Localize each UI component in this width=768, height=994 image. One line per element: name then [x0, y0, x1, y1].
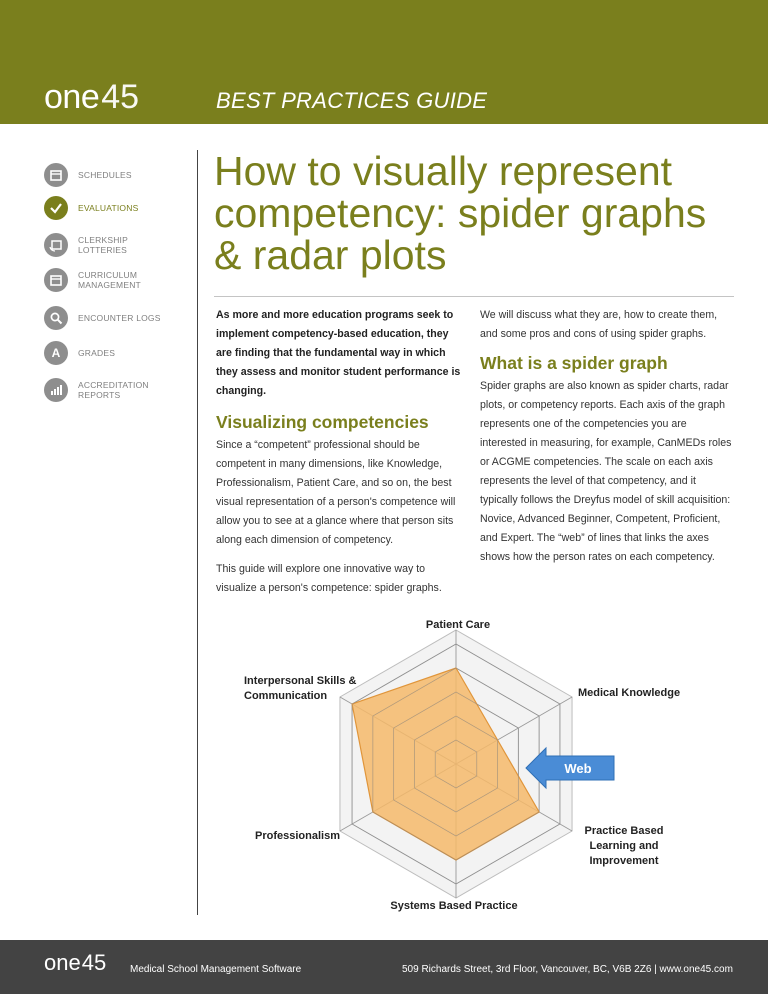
sidebar-item-label: SCHEDULES	[78, 170, 132, 180]
sidebar-item-curriculum-management: CURRICULUM MANAGEMENT	[44, 265, 204, 295]
body-paragraph: Since a “competent” professional should …	[216, 439, 456, 546]
axis-label: Professionalism	[255, 830, 340, 842]
footer-band	[0, 940, 768, 994]
sidebar-item-schedules: SCHEDULES	[44, 160, 204, 190]
body-paragraph: This guide will explore one innovative w…	[216, 563, 442, 594]
sidebar-item-label: GRADES	[78, 348, 116, 358]
checkmark-icon	[44, 196, 68, 220]
section-heading: Visualizing competencies	[216, 412, 429, 432]
sidebar-item-encounter-logs: ENCOUNTER LOGS	[44, 303, 204, 333]
calendar-refresh-icon	[44, 233, 68, 257]
logo-word: one	[44, 78, 100, 116]
footer-logo: one45	[44, 950, 106, 976]
radar-grid-overlay	[393, 691, 519, 837]
section-heading: What is a spider graph	[480, 353, 668, 373]
column-divider	[197, 150, 198, 915]
article-column-right: We will discuss what they are, how to cr…	[480, 306, 732, 567]
footer-tagline: Medical School Management Software	[130, 964, 302, 975]
page-title: How to visually represent competency: sp…	[214, 148, 707, 278]
document-type: BEST PRACTICES GUIDE	[216, 88, 488, 113]
axis-label: Patient Care	[426, 619, 490, 631]
sidebar-item-label: ACCREDITATION REPORTS	[78, 380, 149, 400]
calendar-icon	[44, 163, 68, 187]
magnifier-icon	[44, 306, 68, 330]
sidebar-item-label: ENCOUNTER LOGS	[78, 313, 161, 323]
calendar-icon	[44, 268, 68, 292]
sidebar-item-label: CLERKSHIP LOTTERIES	[78, 235, 128, 255]
web-callout-label: Web	[564, 761, 591, 776]
one45-logo: one45	[44, 78, 139, 117]
axis-label: Learning and	[589, 840, 658, 852]
title-rule	[214, 296, 734, 297]
sidebar-item-clerkship-lotteries: CLERKSHIP LOTTERIES	[44, 230, 204, 260]
article-column-left: As more and more education programs seek…	[216, 306, 466, 598]
radar-grid-overlay	[351, 643, 561, 885]
axis-label: Communication	[244, 690, 327, 702]
lead-paragraph: As more and more education programs seek…	[216, 309, 461, 397]
footer-address: 509 Richards Street, 3rd Floor, Vancouve…	[402, 964, 733, 975]
radar-grid-overlay	[372, 667, 540, 861]
sidebar-item-label: EVALUATIONS	[78, 203, 139, 213]
header-band	[0, 0, 768, 124]
letter-a-icon: A	[44, 341, 68, 365]
sidebar-item-accreditation-reports: ACCREDITATION REPORTS	[44, 375, 204, 405]
axis-label: Practice Based	[585, 825, 664, 837]
radar-grid-overlay	[414, 715, 498, 813]
axis-label: Improvement	[589, 855, 658, 867]
axis-label: Systems Based Practice	[390, 900, 517, 912]
radar-grid-overlay	[434, 739, 478, 789]
bar-chart-icon	[44, 378, 68, 402]
logo-number: 45	[101, 78, 140, 116]
footer-logo-word: one	[44, 950, 81, 975]
body-paragraph: We will discuss what they are, how to cr…	[480, 309, 718, 340]
sidebar-item-label: CURRICULUM MANAGEMENT	[78, 270, 141, 290]
sidebar-item-grades: A GRADES	[44, 338, 204, 368]
web-callout-arrow	[525, 746, 615, 790]
body-paragraph: Spider graphs are also known as spider c…	[480, 380, 732, 563]
footer-logo-number: 45	[81, 950, 107, 975]
sidebar-item-evaluations: EVALUATIONS	[44, 193, 204, 223]
axis-label: Medical Knowledge	[578, 687, 680, 699]
axis-label: Interpersonal Skills &	[244, 675, 357, 687]
